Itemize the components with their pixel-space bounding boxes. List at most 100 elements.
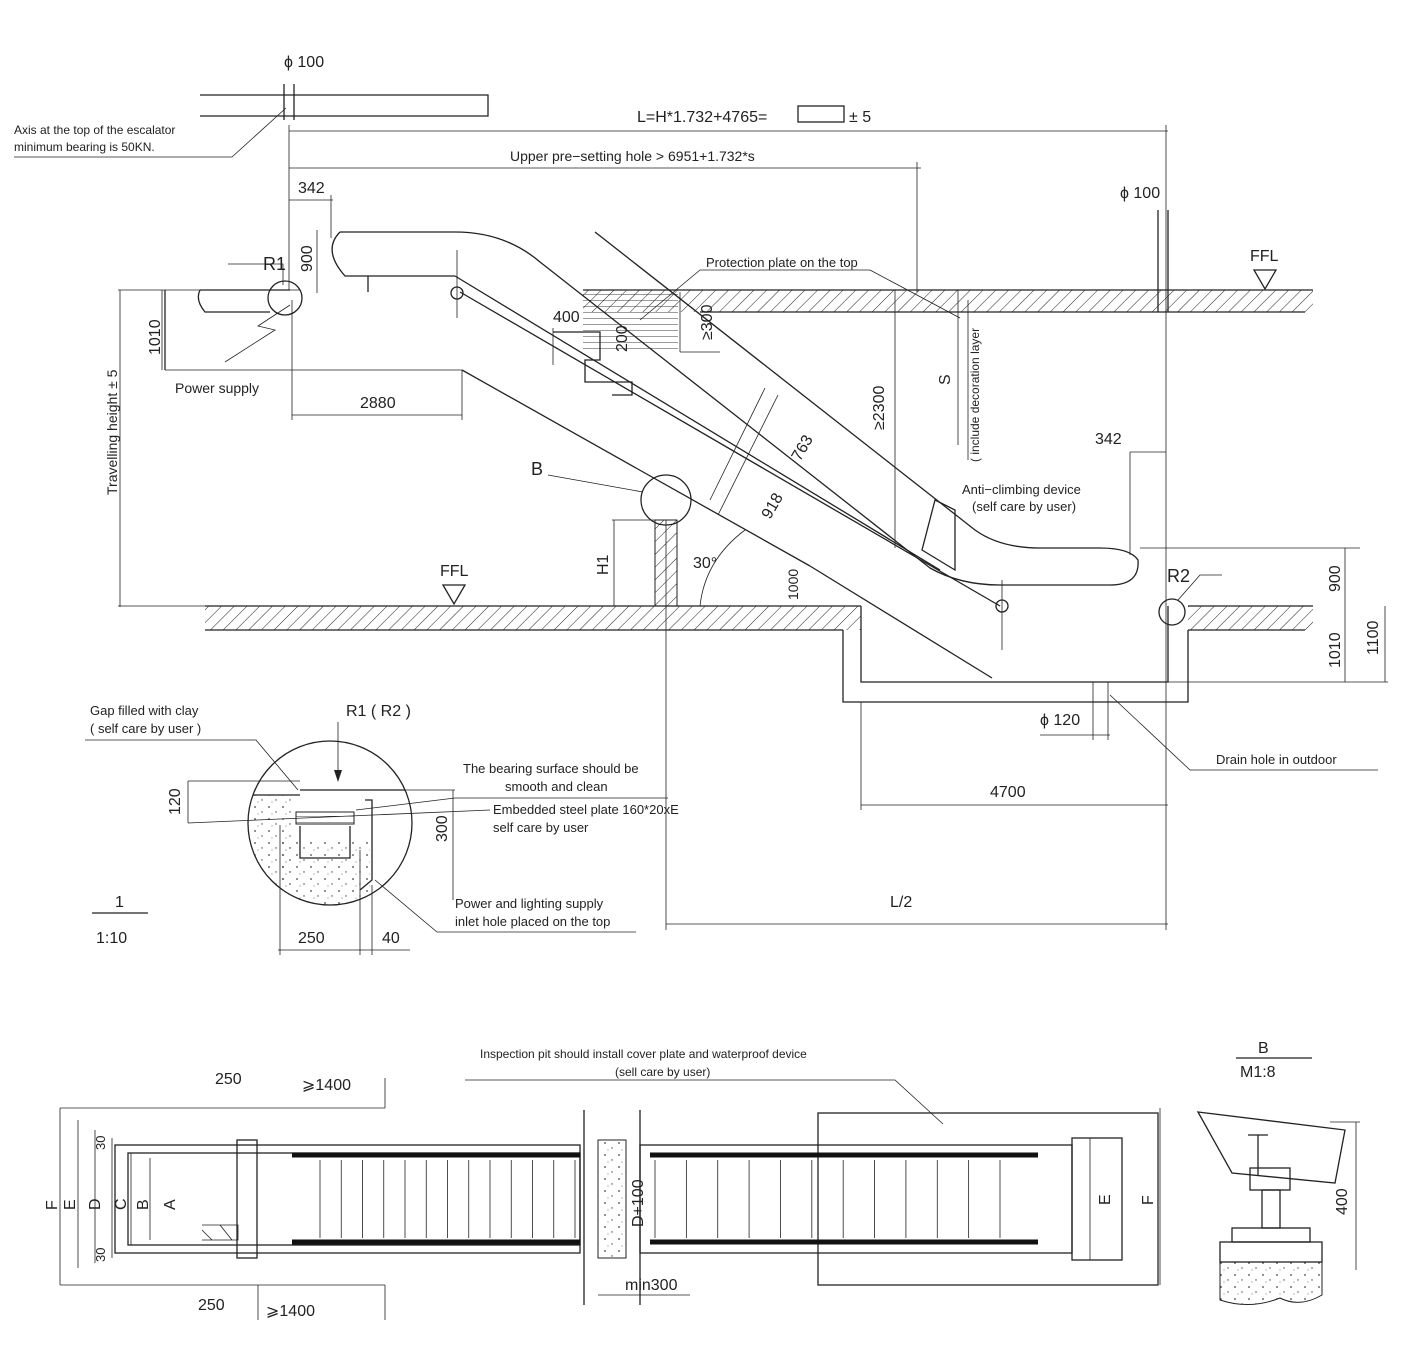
- dim-30-bottom: 30: [93, 1248, 108, 1262]
- ffl-top-label: FFL: [1250, 248, 1279, 265]
- a-left: A: [162, 1199, 179, 1210]
- r2-leader: [1177, 574, 1222, 601]
- e-right: E: [1097, 1194, 1114, 1205]
- dim-ge1400-top: ⩾1400: [302, 1077, 351, 1094]
- section-number: 1: [115, 894, 124, 911]
- length-formula: L=H*1.732+4765=: [637, 109, 767, 126]
- r1-detail-circle: [267, 280, 303, 316]
- b-detail-circle: [640, 474, 692, 526]
- e-left: E: [62, 1199, 79, 1210]
- dim-120: 120: [167, 788, 184, 815]
- dim-342-top: 342: [298, 180, 325, 197]
- bearing-line1: The bearing surface should be: [463, 761, 639, 776]
- gap-clay-leader: [85, 739, 299, 791]
- plan-pit-left: [114, 1144, 581, 1254]
- axis-note-line1: Axis at the top of the escalator: [14, 123, 175, 137]
- r1-r2-label: R1 ( R2 ): [346, 703, 411, 720]
- anti-climb-line1: Anti−climbing device: [962, 482, 1081, 497]
- truss-step-line: [454, 275, 941, 571]
- concrete-bottom: [280, 842, 370, 905]
- f-right: F: [1140, 1195, 1157, 1205]
- embed-box: [299, 826, 351, 859]
- dim-763: 763: [789, 432, 817, 464]
- dim-400: 400: [553, 309, 580, 326]
- steps-right: [654, 1160, 1001, 1238]
- f-left: F: [44, 1200, 61, 1210]
- detail-1-bearing: R1 ( R2 ) Gap filled with clay ( self ca…: [85, 703, 679, 955]
- truss-underside-lower: [809, 565, 993, 679]
- detail-b-label: B: [1258, 1040, 1269, 1057]
- protection-plate-leader: [639, 269, 870, 321]
- ffl-top-marker: [1252, 269, 1278, 291]
- l-half-label: L/2: [890, 894, 912, 911]
- power-light-line2: inlet hole placed on the top: [455, 914, 610, 929]
- r1r2-arrowhead: [334, 770, 342, 782]
- h1-label: H1: [595, 554, 612, 575]
- support-head: [1249, 1167, 1291, 1191]
- scale-m1-8: M1:8: [1240, 1064, 1276, 1081]
- upper-floor-hatch: [583, 290, 1313, 312]
- anti-climb-line2: (self care by user): [972, 499, 1076, 514]
- angle-arc: [699, 529, 746, 607]
- dim-4700: 4700: [990, 784, 1026, 801]
- d-plus-100: D+100: [630, 1179, 647, 1227]
- phi120-label: ϕ 120: [1040, 712, 1080, 729]
- dim-40: 40: [382, 930, 400, 947]
- phi100-top-label: ϕ 100: [284, 54, 324, 71]
- r2-detail-circle: [1158, 598, 1186, 626]
- c-left: C: [113, 1198, 130, 1210]
- gap-clay-line2: ( self care by user ): [90, 721, 201, 736]
- power-light-line1: Power and lighting supply: [455, 896, 604, 911]
- upper-slab-edge: [200, 94, 489, 117]
- dim-342-right: 342: [1095, 431, 1122, 448]
- power-supply-label: Power supply: [175, 380, 259, 396]
- b-label: B: [531, 459, 543, 479]
- lower-floor-left-hatch: [205, 606, 861, 630]
- r1-leader: [228, 263, 284, 285]
- drain-leader: [1109, 694, 1378, 771]
- b-leader: [547, 474, 644, 493]
- phi100-right-label: ϕ 100: [1120, 185, 1160, 202]
- section-cut-1: [709, 387, 766, 501]
- axis-note-line2: minimum bearing is 50KN.: [14, 140, 155, 154]
- detail-b-support: B M1:8 400: [1196, 1040, 1360, 1305]
- travelling-height-label: Travelling height ± 5: [104, 369, 120, 495]
- gap-line: [359, 799, 373, 891]
- dim-ge300: ≥300: [699, 304, 716, 340]
- power-light-leader: [374, 879, 636, 933]
- truss-bottom-chord: [459, 291, 1001, 607]
- bolt-top: [1248, 1134, 1268, 1175]
- power-supply-leader: [224, 304, 291, 363]
- d-left: D: [87, 1198, 104, 1210]
- dim-250-plan-bottom: 250: [198, 1297, 225, 1314]
- protection-plate-leader-2: [869, 269, 961, 319]
- dim-1010-right: 1010: [1327, 632, 1344, 668]
- drain-hole-label: Drain hole in outdoor: [1216, 752, 1337, 767]
- dim-250-plan-top: 250: [215, 1071, 242, 1088]
- truss-underside: [461, 369, 811, 567]
- upper-hole-label: Upper pre−setting hole > 6951+1.732*s: [510, 148, 755, 164]
- plan-pit-left-inner: [127, 1152, 581, 1246]
- dim-ge2300: ≥2300: [871, 386, 888, 430]
- dim-1100: 1100: [1365, 620, 1382, 655]
- escalator-upper-end: [331, 231, 368, 277]
- scale-1-10: 1:10: [96, 930, 127, 947]
- plan-right-end: [1071, 1137, 1123, 1261]
- plan-pit-right: [639, 1144, 1073, 1254]
- dim-1000: 1000: [785, 569, 801, 600]
- base-plate: [1231, 1227, 1311, 1243]
- dim-ge1400-bottom: ⩾1400: [266, 1303, 315, 1320]
- dim-900-right: 900: [1327, 565, 1344, 592]
- bearing-leader: [355, 797, 668, 811]
- plan-left-detail: [201, 1224, 239, 1241]
- truss-chord-section: [1196, 1111, 1346, 1184]
- section-cut-2: [717, 394, 779, 516]
- bearing-line2: smooth and clean: [505, 779, 608, 794]
- dim-400-detail: 400: [1334, 1188, 1351, 1215]
- steps-left: [319, 1160, 576, 1238]
- plate-top: [248, 789, 412, 796]
- angle-30: 30°: [693, 555, 717, 572]
- base-block: [1219, 1241, 1323, 1263]
- dim-900-top: 900: [299, 245, 316, 272]
- anti-climbing-device: [921, 499, 956, 572]
